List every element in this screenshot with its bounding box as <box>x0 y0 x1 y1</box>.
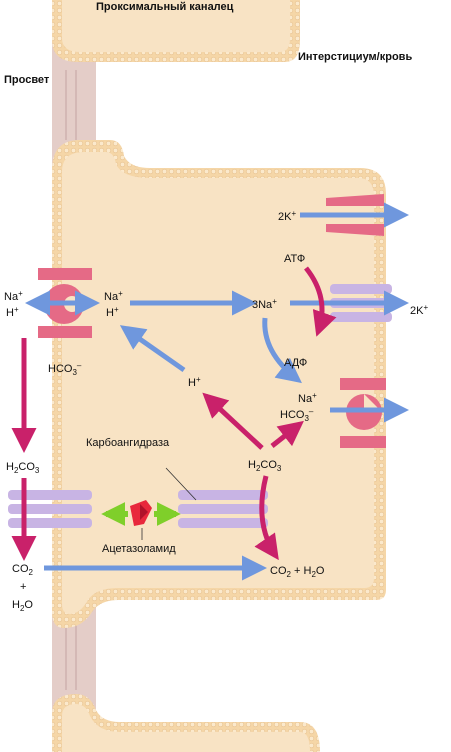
arrow-na-to-cotransporter <box>262 317 302 384</box>
co2-h2o-cell-label: CO2 + H2O <box>270 565 325 579</box>
h2co3-cell-label: H2CO3 <box>248 459 282 473</box>
k-out-label: 2K+ <box>410 303 428 317</box>
three-na-label: 3Na+ <box>252 297 277 311</box>
hco3-baso-label: HCO3– <box>280 407 314 423</box>
blue-arrows <box>25 202 409 581</box>
proximal-tubule-title: Проксимальный каналец <box>96 1 234 13</box>
top-cell-cytoplasm <box>62 0 290 52</box>
arrow-h2co3-to-hco3 <box>270 420 304 448</box>
interstitium-title: Интерстициум/кровь <box>298 51 412 63</box>
h2o-lumen-label: H2O <box>12 599 33 613</box>
ca-lumen-enzyme <box>8 490 92 528</box>
k-in-label: 2K+ <box>278 209 296 223</box>
acetazolamide-label: Ацетазоламид <box>102 543 176 555</box>
arrow-h2co3-to-h <box>202 392 264 450</box>
lumen-title: Просвет <box>4 74 50 86</box>
h-cell-label: H+ <box>106 305 119 319</box>
bottom-cell-cytoplasm <box>62 704 310 752</box>
na-hco3-cotransporter <box>340 378 386 448</box>
co2-lumen-label: CO2 <box>12 563 34 577</box>
arrow-atp-to-adp <box>304 266 337 337</box>
k-channel <box>326 194 384 236</box>
magenta-arrows <box>11 266 337 561</box>
na-lumen-label: Na+ <box>4 289 23 303</box>
h-lumen-label: H+ <box>6 305 19 319</box>
arrow-h2co3-to-co2-cell <box>254 475 279 561</box>
plus-label: + <box>20 581 26 593</box>
ca-cell-enzyme <box>178 490 268 528</box>
main-cell-cytoplasm <box>62 152 374 614</box>
carbonic-anhydrase-label: Карбоангидраза <box>86 437 170 449</box>
na-baso-label: Na+ <box>298 391 317 405</box>
acetazolamide-inhibitor <box>101 500 181 526</box>
h-mid-label: H+ <box>188 375 201 389</box>
atp-label: АТФ <box>284 253 305 265</box>
ca-pointer-line <box>165 467 197 501</box>
arrow-h-to-exchanger <box>119 325 186 373</box>
hco3-lumen-label: HCO3– <box>48 361 82 377</box>
adp-label: АДФ <box>284 357 307 369</box>
na-cell-label: Na+ <box>104 289 123 303</box>
h2co3-lumen-label: H2CO3 <box>6 461 40 475</box>
